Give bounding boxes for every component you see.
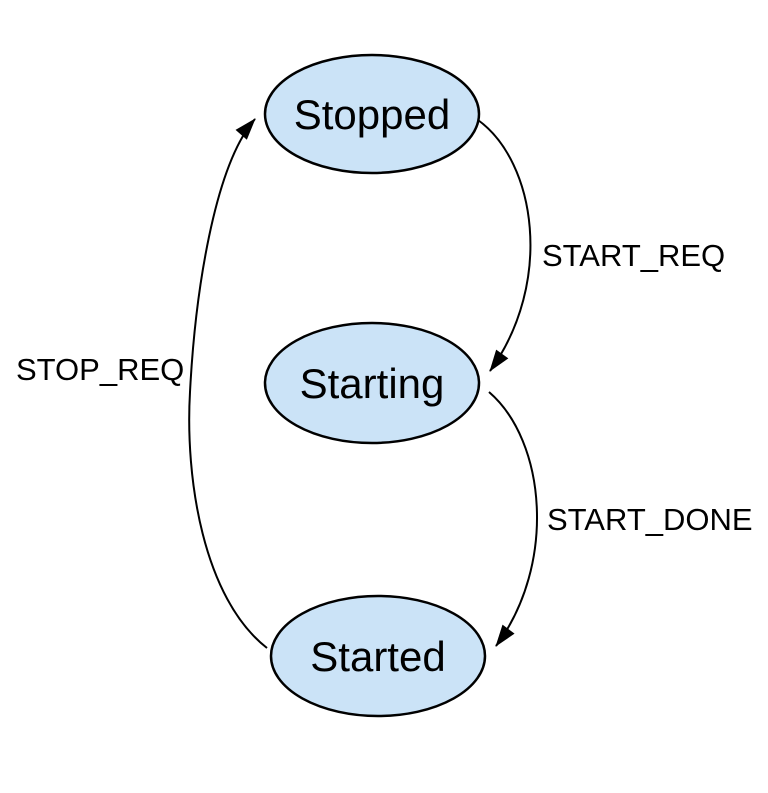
state-node-started: Started: [269, 594, 487, 718]
state-ellipse-starting: [263, 321, 481, 445]
transition-label-stop-req: STOP_REQ: [16, 352, 184, 387]
transition-starting-to-started: START_DONE: [488, 391, 753, 647]
transition-label-start-req: START_REQ: [542, 238, 725, 273]
transition-path-start-req: [477, 119, 532, 372]
state-ellipse-started: [269, 594, 487, 718]
transition-path-stop-req: [188, 118, 268, 649]
transition-started-to-stopped: STOP_REQ: [16, 118, 268, 649]
state-node-stopped: Stopped: [263, 53, 481, 175]
state-ellipse-stopped: [263, 53, 481, 175]
transition-path-start-done: [488, 391, 538, 647]
state-node-starting: Starting: [263, 321, 481, 445]
state-label-starting: Starting: [300, 360, 445, 407]
transition-label-start-done: START_DONE: [547, 502, 753, 537]
state-label-started: Started: [310, 633, 445, 680]
transition-stopped-to-starting: START_REQ: [477, 119, 725, 372]
state-label-stopped: Stopped: [294, 91, 450, 138]
